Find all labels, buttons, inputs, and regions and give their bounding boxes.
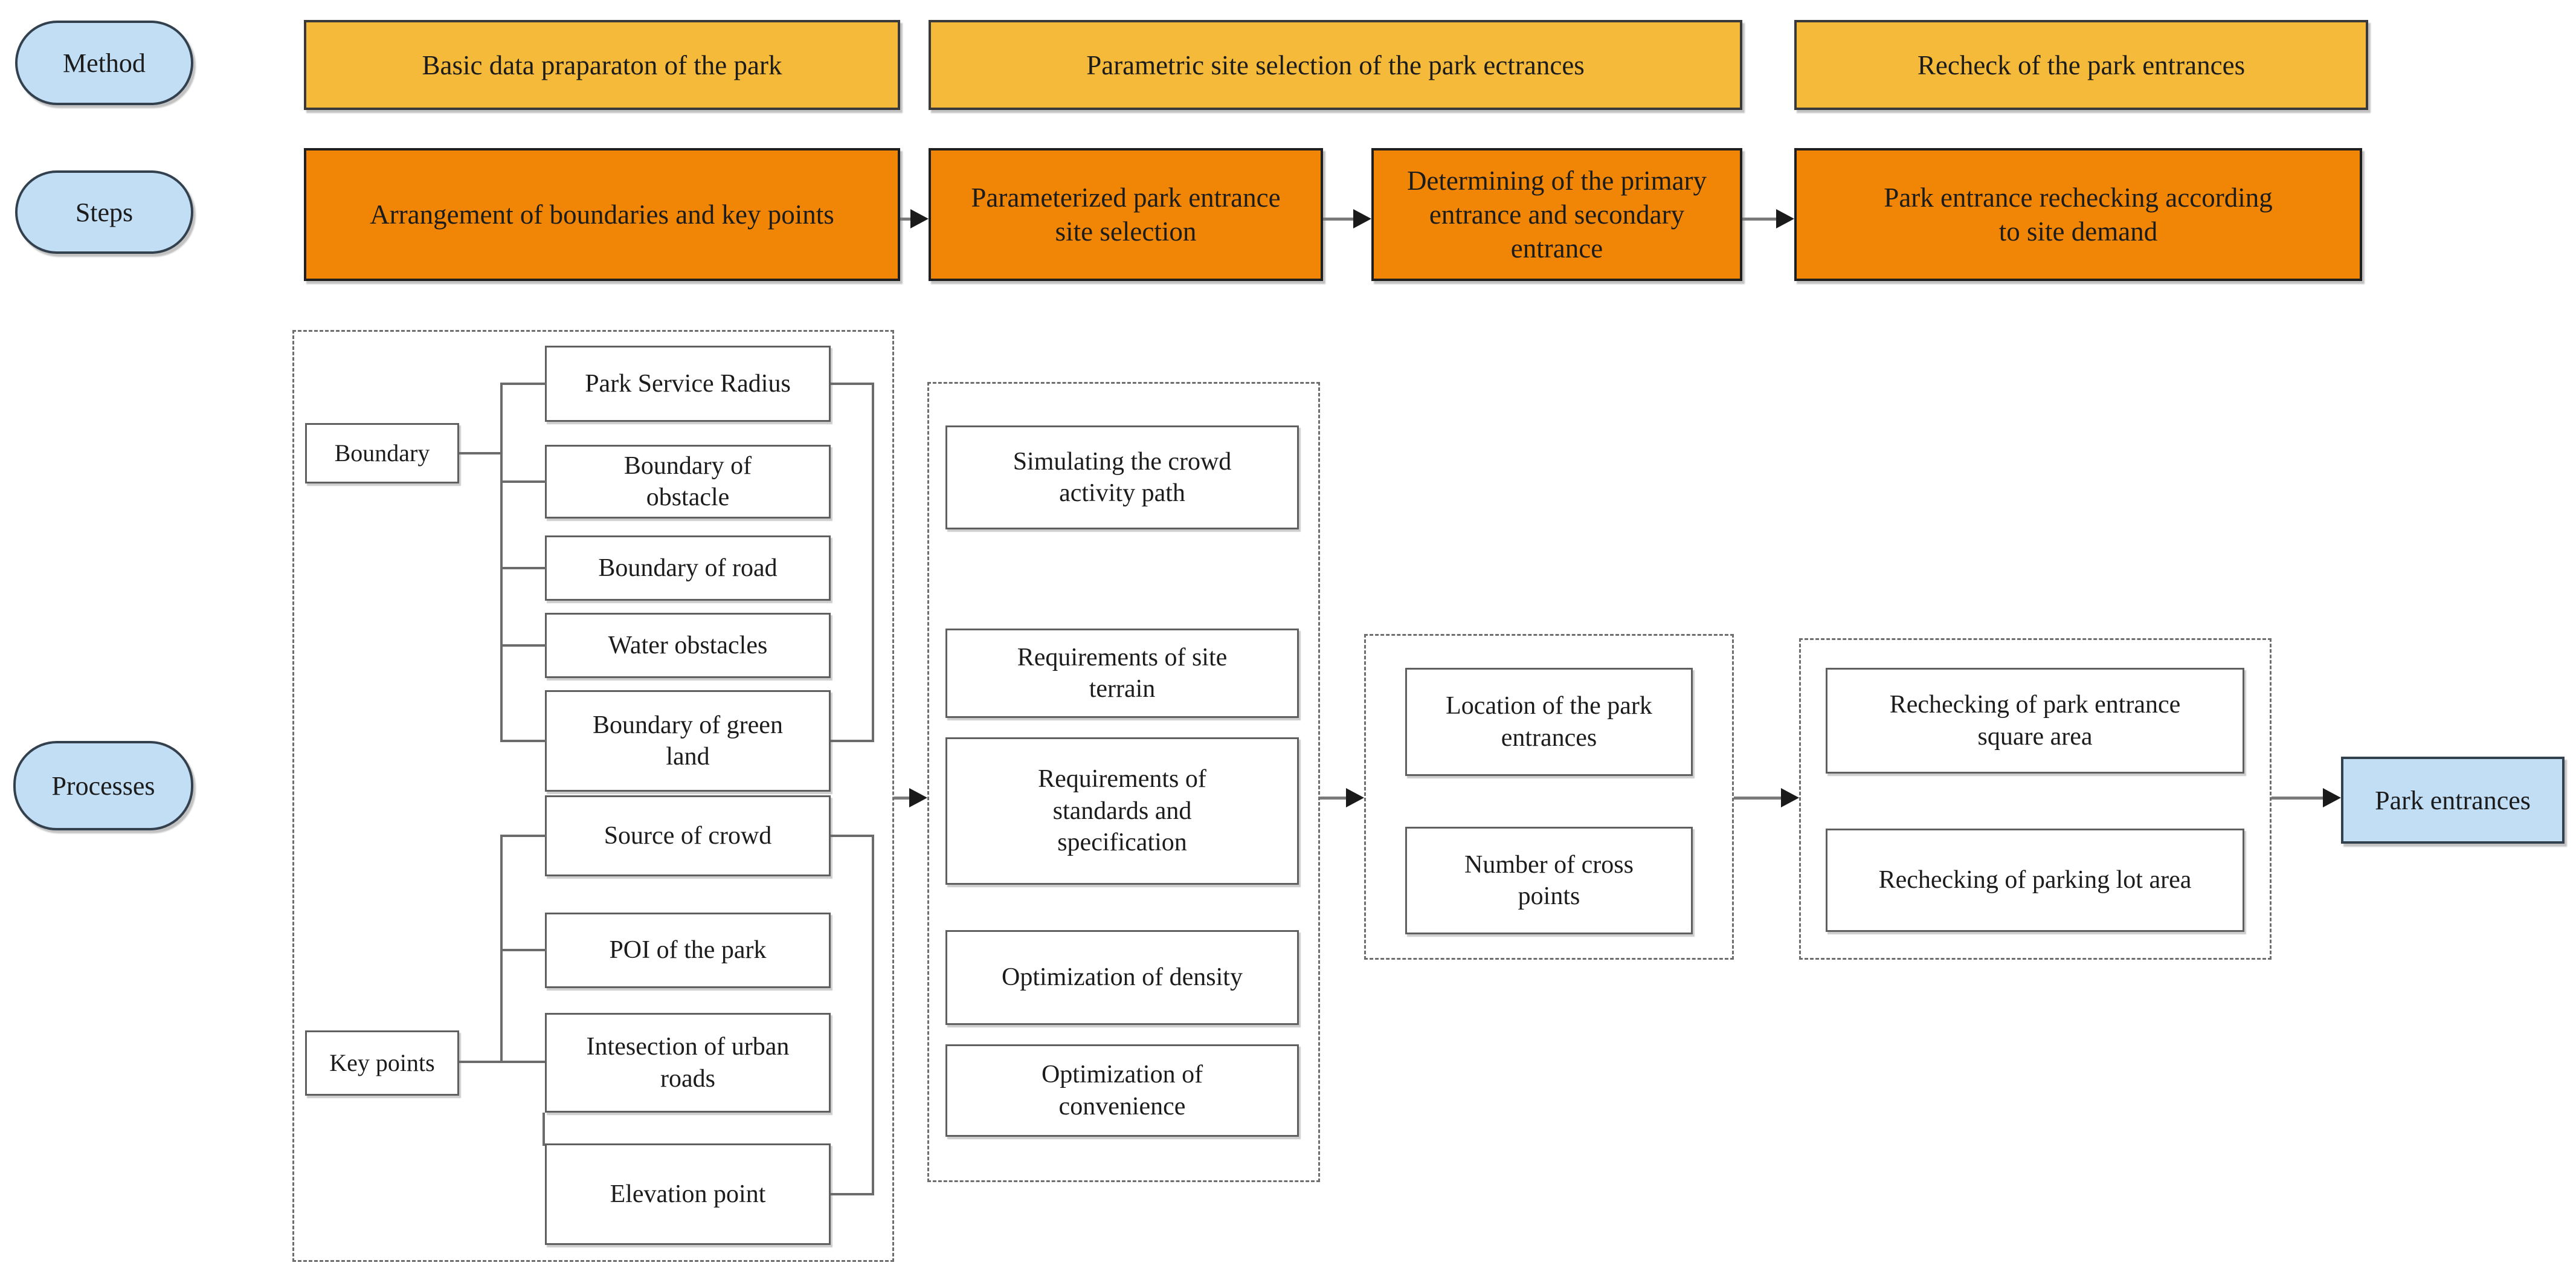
process-box-boundary-of-road: Boundary of road bbox=[545, 535, 831, 601]
final-box-park-entrances: Park entrances bbox=[2341, 757, 2565, 844]
process-box-rechecking-parking-lot: Rechecking of parking lot area bbox=[1826, 829, 2244, 932]
method-band-recheck: Recheck of the park entrances bbox=[1794, 20, 2368, 110]
process-arrow-1-line bbox=[894, 797, 910, 800]
process-box-elevation-point: Elevation point bbox=[545, 1143, 831, 1245]
process-box-park-service-radius: Park Service Radius bbox=[545, 346, 831, 422]
process-arrow-2-line bbox=[1320, 797, 1347, 800]
steps-arrow-3-line bbox=[1742, 218, 1777, 221]
connector-boundary-root bbox=[459, 452, 501, 454]
connector-keypoints-elevation-link bbox=[543, 1113, 545, 1146]
process-box-intersection-of-urban-roads: Intesection of urban roads bbox=[545, 1013, 831, 1113]
process-box-boundary-of-obstacle: Boundary of obstacle bbox=[545, 445, 831, 519]
process-box-optimization-convenience: Optimization of convenience bbox=[945, 1044, 1299, 1137]
step-box-parameterized-selection: Parameterized park entrance site selecti… bbox=[929, 148, 1323, 281]
process-box-key-points: Key points bbox=[305, 1030, 459, 1096]
process-group-4-frame bbox=[1799, 638, 2272, 960]
steps-arrow-2-line bbox=[1323, 218, 1354, 221]
connector-keypoints-stub-2 bbox=[501, 949, 546, 951]
steps-arrow-2-head-icon bbox=[1353, 209, 1371, 228]
connector-boundary-trunk bbox=[500, 383, 503, 742]
process-arrow-4-head-icon bbox=[2323, 788, 2341, 807]
process-box-requirements-standards: Requirements of standards and specificat… bbox=[945, 737, 1299, 885]
lane-pill-steps: Steps bbox=[15, 170, 193, 254]
connector-keypoints-bracket-top bbox=[831, 835, 874, 837]
step-box-arrangement: Arrangement of boundaries and key points bbox=[304, 148, 900, 281]
process-box-source-of-crowd: Source of crowd bbox=[545, 795, 831, 876]
process-arrow-1-head-icon bbox=[909, 788, 927, 807]
process-box-location-of-entrances: Location of the park entrances bbox=[1405, 668, 1693, 776]
step-box-determining-entrances: Determining of the primary entrance and … bbox=[1371, 148, 1742, 281]
process-arrow-4-line bbox=[2272, 797, 2324, 800]
method-band-parametric-selection: Parametric site selection of the park ec… bbox=[929, 20, 1742, 110]
process-box-boundary-of-green-land: Boundary of green land bbox=[545, 690, 831, 792]
method-band-basic-data: Basic data praparaton of the park bbox=[304, 20, 900, 110]
steps-arrow-1-head-icon bbox=[910, 209, 929, 228]
connector-boundary-stub-2 bbox=[501, 480, 546, 483]
process-box-number-of-cross-points: Number of cross points bbox=[1405, 827, 1693, 934]
process-box-simulating-crowd-path: Simulating the crowd activity path bbox=[945, 425, 1299, 529]
process-arrow-3-head-icon bbox=[1781, 788, 1799, 807]
connector-keypoints-bracket-bottom bbox=[831, 1193, 874, 1195]
connector-boundary-stub-4 bbox=[501, 644, 546, 647]
process-group-2-frame bbox=[927, 382, 1320, 1182]
process-box-boundary: Boundary bbox=[305, 423, 459, 483]
process-arrow-2-head-icon bbox=[1346, 788, 1364, 807]
lane-pill-processes: Processes bbox=[13, 741, 193, 830]
process-group-3-frame bbox=[1364, 634, 1734, 960]
process-box-water-obstacles: Water obstacles bbox=[545, 613, 831, 678]
step-box-rechecking: Park entrance rechecking according to si… bbox=[1794, 148, 2362, 281]
connector-boundary-bracket-vertical bbox=[872, 383, 874, 742]
connector-boundary-stub-1 bbox=[501, 383, 546, 385]
connector-keypoints-bracket-vertical bbox=[872, 835, 874, 1195]
process-box-rechecking-square-area: Rechecking of park entrance square area bbox=[1826, 668, 2244, 774]
connector-boundary-stub-3 bbox=[501, 567, 546, 569]
lane-pill-method: Method bbox=[15, 21, 193, 105]
process-box-poi-of-the-park: POI of the park bbox=[545, 913, 831, 988]
connector-boundary-stub-5 bbox=[501, 740, 546, 742]
process-box-requirements-site-terrain: Requirements of site terrain bbox=[945, 629, 1299, 718]
process-box-optimization-density: Optimization of density bbox=[945, 930, 1299, 1025]
connector-keypoints-stub-1 bbox=[501, 835, 546, 837]
connector-boundary-bracket-bottom bbox=[831, 740, 874, 742]
connector-boundary-bracket-top bbox=[831, 383, 874, 385]
process-arrow-3-line bbox=[1734, 797, 1782, 800]
steps-arrow-1-line bbox=[900, 218, 915, 221]
process-group-1-frame bbox=[292, 330, 894, 1262]
steps-arrow-3-head-icon bbox=[1776, 209, 1794, 228]
